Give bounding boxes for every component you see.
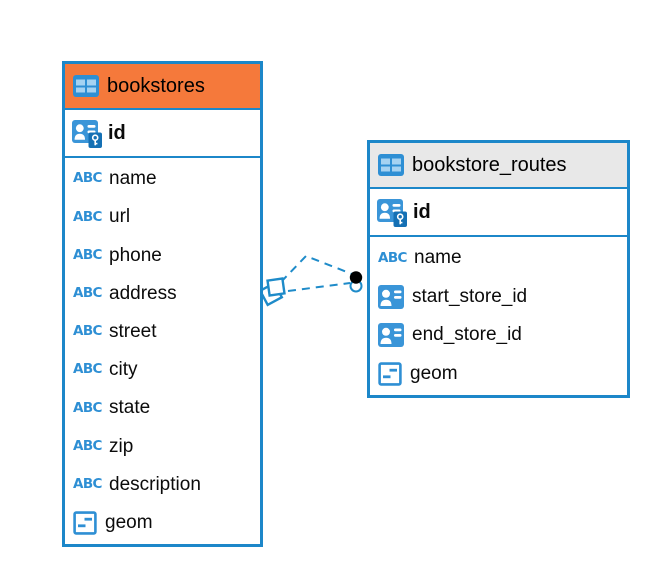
table-icon	[378, 154, 404, 176]
row-bookstores-address[interactable]: ABC address	[65, 275, 260, 313]
table-body: ABC name start_store_id end_store_id geo…	[370, 237, 627, 395]
column-name: phone	[109, 244, 162, 266]
text-type-icon: ABC	[73, 170, 102, 187]
table-bookstores[interactable]: bookstores id ABC name ABC url ABC phone…	[62, 61, 263, 547]
row-bookstores-description[interactable]: ABC description	[65, 466, 260, 504]
row-routes-end-store-id[interactable]: end_store_id	[370, 316, 627, 355]
text-type-icon: ABC	[73, 208, 102, 225]
primary-key-icon	[377, 198, 407, 227]
geometry-type-icon	[73, 511, 97, 535]
relationship-source-handle-diamonds[interactable]	[258, 277, 286, 307]
row-bookstores-id[interactable]: id	[65, 110, 260, 158]
column-name: geom	[410, 362, 458, 384]
row-routes-name[interactable]: ABC name	[370, 239, 627, 278]
text-type-icon: ABC	[378, 249, 407, 266]
column-name: start_store_id	[412, 285, 528, 307]
column-name: address	[109, 282, 177, 304]
column-name: city	[109, 359, 138, 381]
column-name: id	[413, 200, 431, 223]
column-name: description	[109, 473, 201, 495]
column-name: street	[109, 320, 157, 342]
text-type-icon: ABC	[73, 246, 102, 263]
column-name: geom	[105, 511, 153, 533]
column-name: end_store_id	[412, 324, 522, 346]
table-title: bookstore_routes	[412, 153, 567, 176]
row-bookstores-state[interactable]: ABC state	[65, 389, 260, 427]
column-name: id	[108, 121, 126, 144]
relationship-target-handle-dots[interactable]	[349, 271, 363, 293]
text-type-icon: ABC	[73, 323, 102, 340]
relationship-line-lower[interactable]	[287, 282, 351, 292]
column-name: state	[109, 397, 151, 419]
column-name: zip	[109, 435, 134, 457]
text-type-icon: ABC	[73, 399, 102, 416]
row-bookstores-geom[interactable]: geom	[65, 504, 260, 542]
geometry-type-icon	[378, 362, 402, 386]
reference-type-icon	[378, 285, 404, 309]
text-type-icon: ABC	[73, 361, 102, 378]
reference-type-icon	[378, 323, 404, 347]
row-routes-geom[interactable]: geom	[370, 355, 627, 394]
row-routes-start-store-id[interactable]: start_store_id	[370, 278, 627, 317]
row-bookstores-url[interactable]: ABC url	[65, 198, 260, 236]
text-type-icon: ABC	[73, 284, 102, 301]
row-bookstores-street[interactable]: ABC street	[65, 313, 260, 351]
row-routes-id[interactable]: id	[370, 189, 627, 237]
text-type-icon: ABC	[73, 475, 102, 492]
primary-key-icon	[72, 119, 102, 148]
table-header-bookstores[interactable]: bookstores	[65, 64, 260, 110]
relationship-line-upper[interactable]	[280, 254, 353, 283]
text-type-icon: ABC	[73, 437, 102, 454]
table-icon	[73, 75, 99, 97]
column-name: name	[109, 168, 157, 190]
table-bookstore-routes[interactable]: bookstore_routes id ABC name start_store…	[367, 140, 630, 398]
column-name: url	[109, 206, 131, 228]
table-title: bookstores	[107, 74, 205, 97]
row-bookstores-name[interactable]: ABC name	[65, 160, 260, 198]
row-bookstores-phone[interactable]: ABC phone	[65, 236, 260, 274]
row-bookstores-zip[interactable]: ABC zip	[65, 427, 260, 465]
row-bookstores-city[interactable]: ABC city	[65, 351, 260, 389]
table-body: ABC name ABC url ABC phone ABC address A…	[65, 158, 260, 544]
table-header-bookstore-routes[interactable]: bookstore_routes	[370, 143, 627, 189]
column-name: name	[414, 247, 462, 269]
